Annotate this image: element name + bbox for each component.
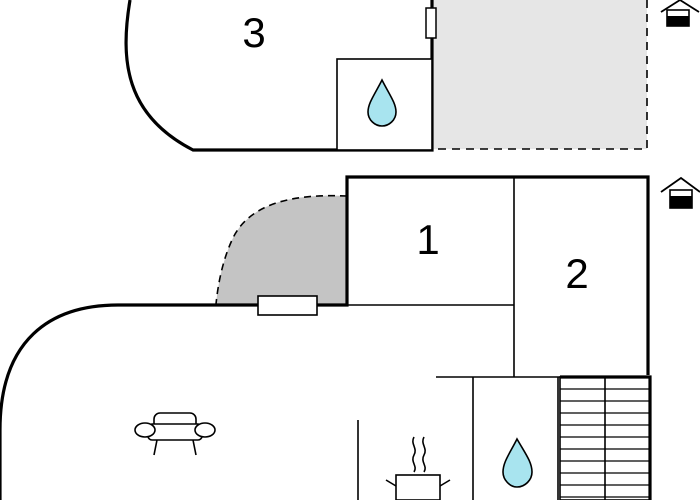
stairs-icon [559, 376, 651, 500]
water-drop-icon [367, 78, 397, 127]
room-1-label: 1 [416, 216, 439, 263]
terrace-upper-dashed-border [432, 0, 648, 150]
water-drop-icon [502, 437, 533, 488]
house-level-icon [660, 0, 700, 27]
terrace-lower [216, 195, 347, 304]
sofa-icon [134, 412, 216, 456]
terrace-lower-dashed-border [215, 194, 348, 305]
stove-icon [385, 436, 451, 500]
terrace-upper [432, 0, 647, 149]
window-lower [257, 295, 318, 316]
stairs-wall [560, 375, 652, 500]
room-3-wall [124, 0, 434, 152]
room-3-label: 3 [242, 9, 265, 56]
bathroom-upper [336, 58, 433, 151]
house-level-icon [660, 176, 700, 209]
living-room-wall [0, 303, 119, 500]
window-upper [425, 7, 437, 39]
room-2-label: 2 [565, 250, 588, 297]
